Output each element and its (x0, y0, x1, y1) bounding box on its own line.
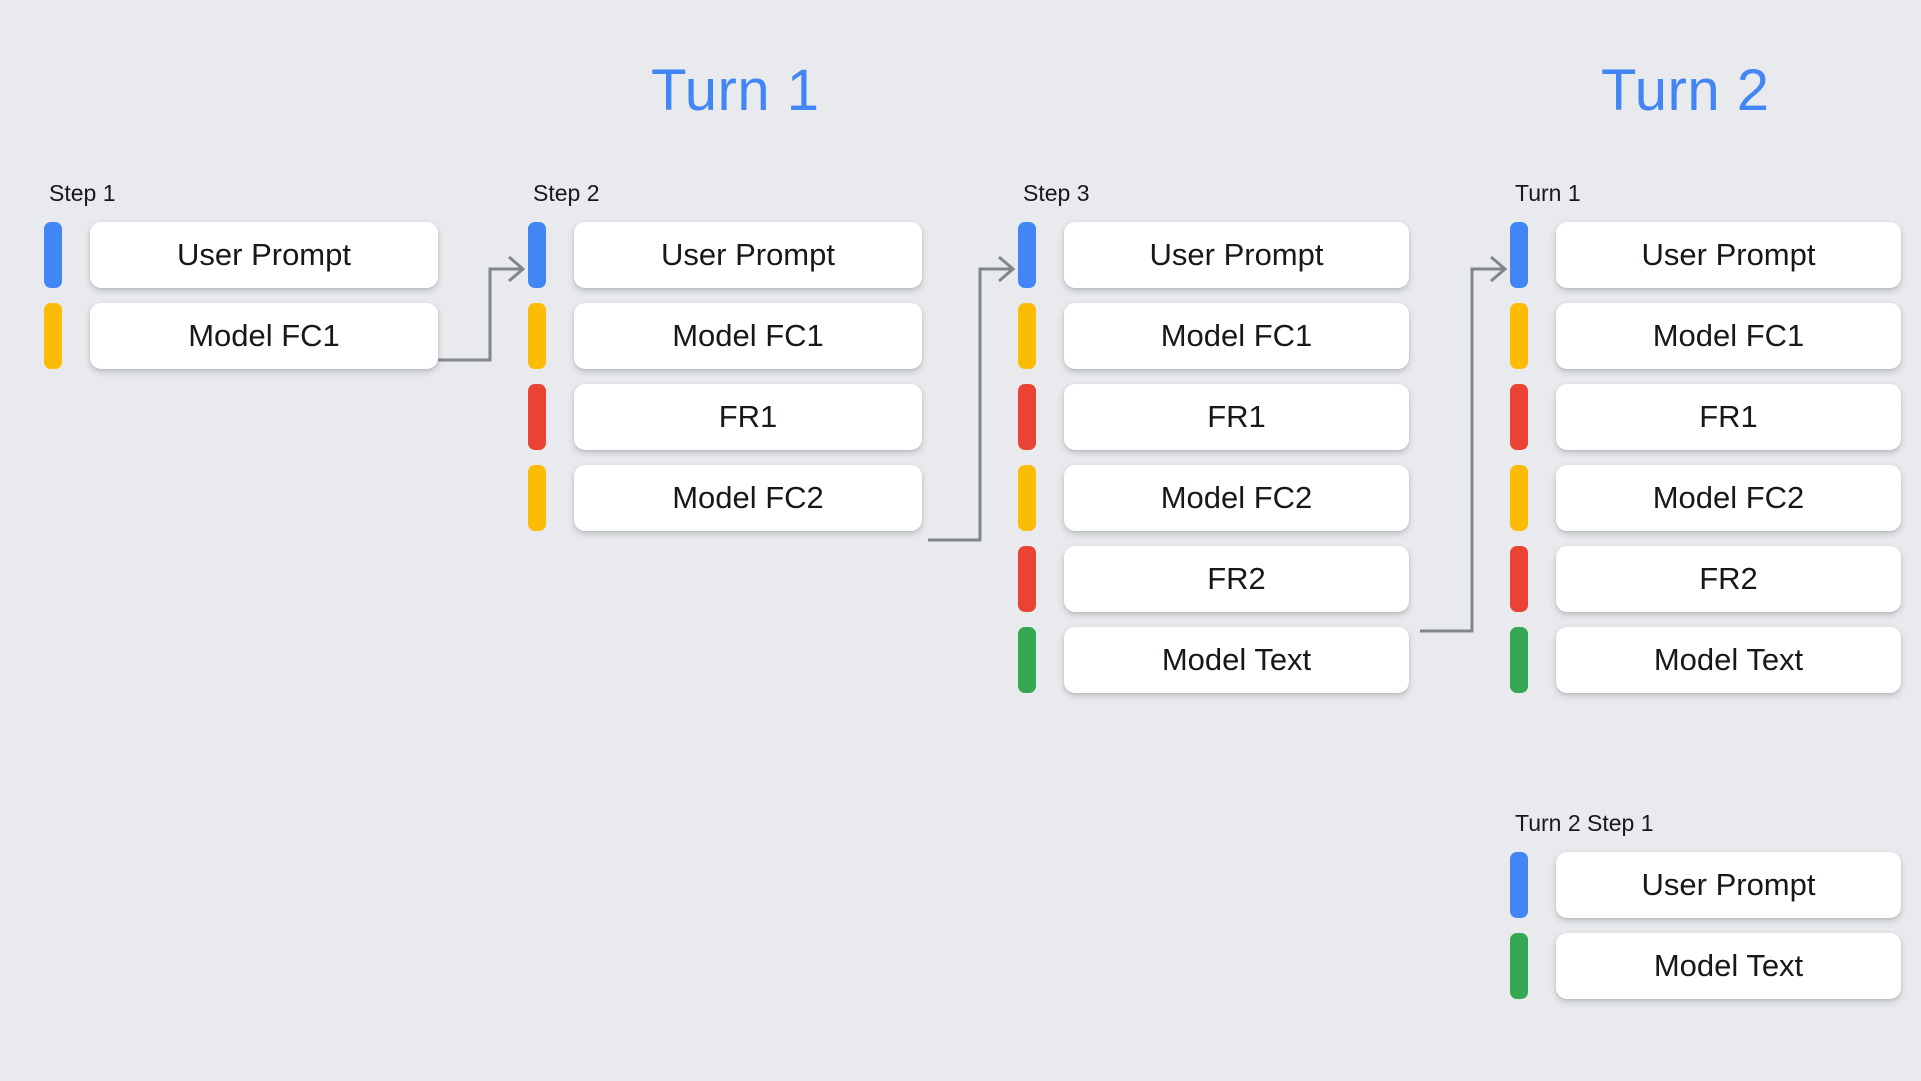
card-label[interactable]: Model FC1 (1064, 303, 1409, 369)
column-label-turn-1: Turn 1 (1515, 180, 1581, 206)
card-label[interactable]: FR2 (1556, 546, 1901, 612)
status-bar-red (1510, 546, 1528, 612)
row-user-prompt[interactable]: User Prompt (1018, 222, 1433, 288)
column-step-3: Step 3 User Prompt Model FC1 FR1 Model F… (1018, 182, 1433, 693)
card-label[interactable]: Model Text (1556, 933, 1901, 999)
card-label[interactable]: Model FC2 (574, 465, 922, 531)
card-label[interactable]: Model FC2 (1556, 465, 1901, 531)
card-label[interactable]: Model FC1 (90, 303, 438, 369)
status-bar-blue (1018, 222, 1036, 288)
row-fr1[interactable]: FR1 (528, 384, 943, 450)
status-bar-green (1510, 933, 1528, 999)
row-model-text[interactable]: Model Text (1510, 933, 1920, 999)
row-list-turn-2-step-1: User Prompt Model Text (1510, 852, 1920, 999)
card-label[interactable]: FR2 (1064, 546, 1409, 612)
card-label[interactable]: FR1 (574, 384, 922, 450)
status-bar-yellow (1510, 303, 1528, 369)
status-bar-red (1510, 384, 1528, 450)
status-bar-red (528, 384, 546, 450)
connector-line (438, 267, 522, 362)
status-bar-red (1018, 546, 1036, 612)
card-label[interactable]: Model FC1 (574, 303, 922, 369)
arrowhead-icon (508, 255, 526, 283)
row-fr2[interactable]: FR2 (1018, 546, 1433, 612)
column-label-step-3: Step 3 (1023, 180, 1090, 206)
arrowhead-icon (1490, 255, 1508, 283)
row-model-fc1[interactable]: Model FC1 (528, 303, 943, 369)
status-bar-blue (1510, 222, 1528, 288)
status-bar-yellow (44, 303, 62, 369)
row-model-text[interactable]: Model Text (1510, 627, 1920, 693)
status-bar-green (1510, 627, 1528, 693)
row-list-step-2: User Prompt Model FC1 FR1 Model FC2 (528, 222, 943, 531)
card-label[interactable]: Model Text (1556, 627, 1901, 693)
turn-1-heading: Turn 1 (651, 58, 820, 123)
column-turn-1: Turn 1 User Prompt Model FC1 FR1 Model F… (1510, 182, 1920, 693)
row-user-prompt[interactable]: User Prompt (528, 222, 943, 288)
row-list-turn-1: User Prompt Model FC1 FR1 Model FC2 FR2 … (1510, 222, 1920, 693)
status-bar-yellow (1018, 465, 1036, 531)
row-model-fc2[interactable]: Model FC2 (1510, 465, 1920, 531)
card-label[interactable]: Model FC2 (1064, 465, 1409, 531)
row-model-fc2[interactable]: Model FC2 (1018, 465, 1433, 531)
status-bar-yellow (1018, 303, 1036, 369)
status-bar-blue (528, 222, 546, 288)
row-model-fc2[interactable]: Model FC2 (528, 465, 943, 531)
row-fr2[interactable]: FR2 (1510, 546, 1920, 612)
card-label[interactable]: FR1 (1556, 384, 1901, 450)
column-step-2: Step 2 User Prompt Model FC1 FR1 Model F… (528, 182, 943, 531)
row-user-prompt[interactable]: User Prompt (1510, 852, 1920, 918)
card-label[interactable]: Model Text (1064, 627, 1409, 693)
column-turn-2-step-1: Turn 2 Step 1 User Prompt Model Text (1510, 812, 1920, 999)
status-bar-yellow (528, 465, 546, 531)
status-bar-green (1018, 627, 1036, 693)
arrowhead-icon (998, 255, 1016, 283)
connector-arrow-step1-to-step2 (438, 255, 526, 362)
column-step-1: Step 1 User Prompt Model FC1 (44, 182, 439, 369)
status-bar-yellow (528, 303, 546, 369)
row-fr1[interactable]: FR1 (1510, 384, 1920, 450)
card-label[interactable]: User Prompt (1064, 222, 1409, 288)
row-fr1[interactable]: FR1 (1018, 384, 1433, 450)
card-label[interactable]: User Prompt (574, 222, 922, 288)
row-model-fc1[interactable]: Model FC1 (1510, 303, 1920, 369)
card-label[interactable]: FR1 (1064, 384, 1409, 450)
status-bar-blue (44, 222, 62, 288)
row-user-prompt[interactable]: User Prompt (44, 222, 439, 288)
card-label[interactable]: User Prompt (90, 222, 438, 288)
row-list-step-1: User Prompt Model FC1 (44, 222, 439, 369)
status-bar-blue (1510, 852, 1528, 918)
column-label-step-1: Step 1 (49, 180, 116, 206)
column-label-step-2: Step 2 (533, 180, 600, 206)
row-user-prompt[interactable]: User Prompt (1510, 222, 1920, 288)
turn-2-heading: Turn 2 (1601, 58, 1770, 123)
row-model-fc1[interactable]: Model FC1 (44, 303, 439, 369)
card-label[interactable]: User Prompt (1556, 852, 1901, 918)
card-label[interactable]: User Prompt (1556, 222, 1901, 288)
column-label-turn-2-step-1: Turn 2 Step 1 (1515, 810, 1654, 836)
card-label[interactable]: Model FC1 (1556, 303, 1901, 369)
status-bar-yellow (1510, 465, 1528, 531)
row-model-fc1[interactable]: Model FC1 (1018, 303, 1433, 369)
row-list-step-3: User Prompt Model FC1 FR1 Model FC2 FR2 … (1018, 222, 1433, 693)
status-bar-red (1018, 384, 1036, 450)
row-model-text[interactable]: Model Text (1018, 627, 1433, 693)
